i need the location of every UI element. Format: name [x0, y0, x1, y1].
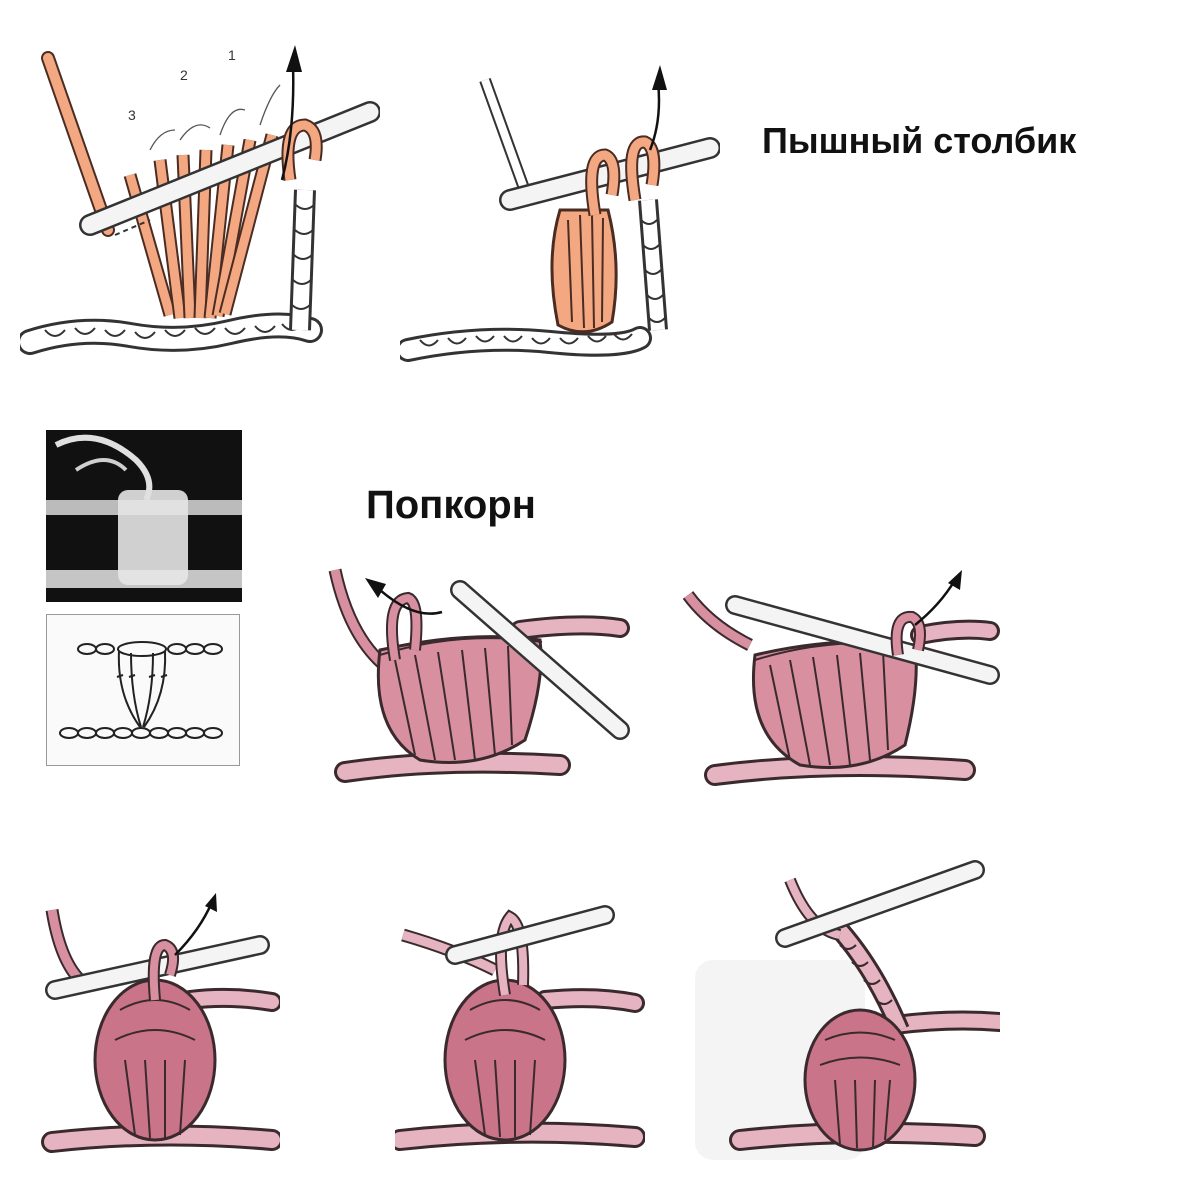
crochet-hook-icon: [445, 905, 615, 965]
foundation-chain: [20, 312, 323, 355]
crochet-hook-icon: [775, 860, 985, 948]
step-label-1: 1: [228, 47, 236, 63]
bullion-step-2-illustration: [400, 65, 720, 362]
arrow-up-icon: [280, 45, 302, 181]
popcorn-photo-image: [46, 430, 242, 602]
popcorn-step-3-illustration: [41, 893, 280, 1153]
bullion-step-2: [400, 60, 720, 400]
popcorn-symbol: [46, 614, 240, 766]
bullion-step-1: 3 2 1: [20, 30, 380, 400]
foundation-chain: [400, 326, 652, 362]
popcorn-step-5: [690, 850, 1000, 1170]
bullion-stitch-title: Пышный столбик: [762, 120, 1077, 161]
popcorn-ball: [803, 1008, 917, 1152]
arrow-up-icon: [365, 578, 443, 615]
arrow-up-icon: [914, 570, 962, 626]
popcorn-title: Попкорн: [366, 483, 536, 527]
popcorn-cup: [751, 640, 918, 769]
popcorn-step-1: [320, 560, 640, 800]
popcorn-step-3: [40, 890, 280, 1170]
popcorn-step-4-illustration: [395, 905, 645, 1151]
popcorn-photo: [46, 430, 242, 602]
step-label-3: 3: [128, 107, 136, 123]
popcorn-step-1-illustration: [328, 568, 630, 783]
popcorn-step-5-illustration: [695, 860, 1000, 1160]
bullion-step-1-illustration: 3 2 1: [20, 45, 380, 355]
popcorn-step-2: [680, 565, 1000, 805]
step-label-2: 2: [180, 67, 188, 83]
crochet-hook-icon: [450, 580, 630, 740]
popcorn-ball: [93, 978, 217, 1142]
crochet-hook-icon: [725, 595, 1000, 685]
popcorn-step-2-illustration: [682, 570, 1000, 786]
turning-chain: [289, 189, 316, 331]
turning-chain: [638, 199, 668, 331]
bullion-body: [550, 208, 618, 334]
popcorn-symbol-diagram: [59, 641, 223, 739]
popcorn-ball: [443, 978, 567, 1142]
arrow-up-icon: [648, 65, 667, 151]
arrow-up-icon: [174, 893, 217, 956]
popcorn-cup: [376, 635, 543, 764]
crochet-hook-icon: [79, 101, 380, 236]
popcorn-step-4: [395, 895, 645, 1170]
